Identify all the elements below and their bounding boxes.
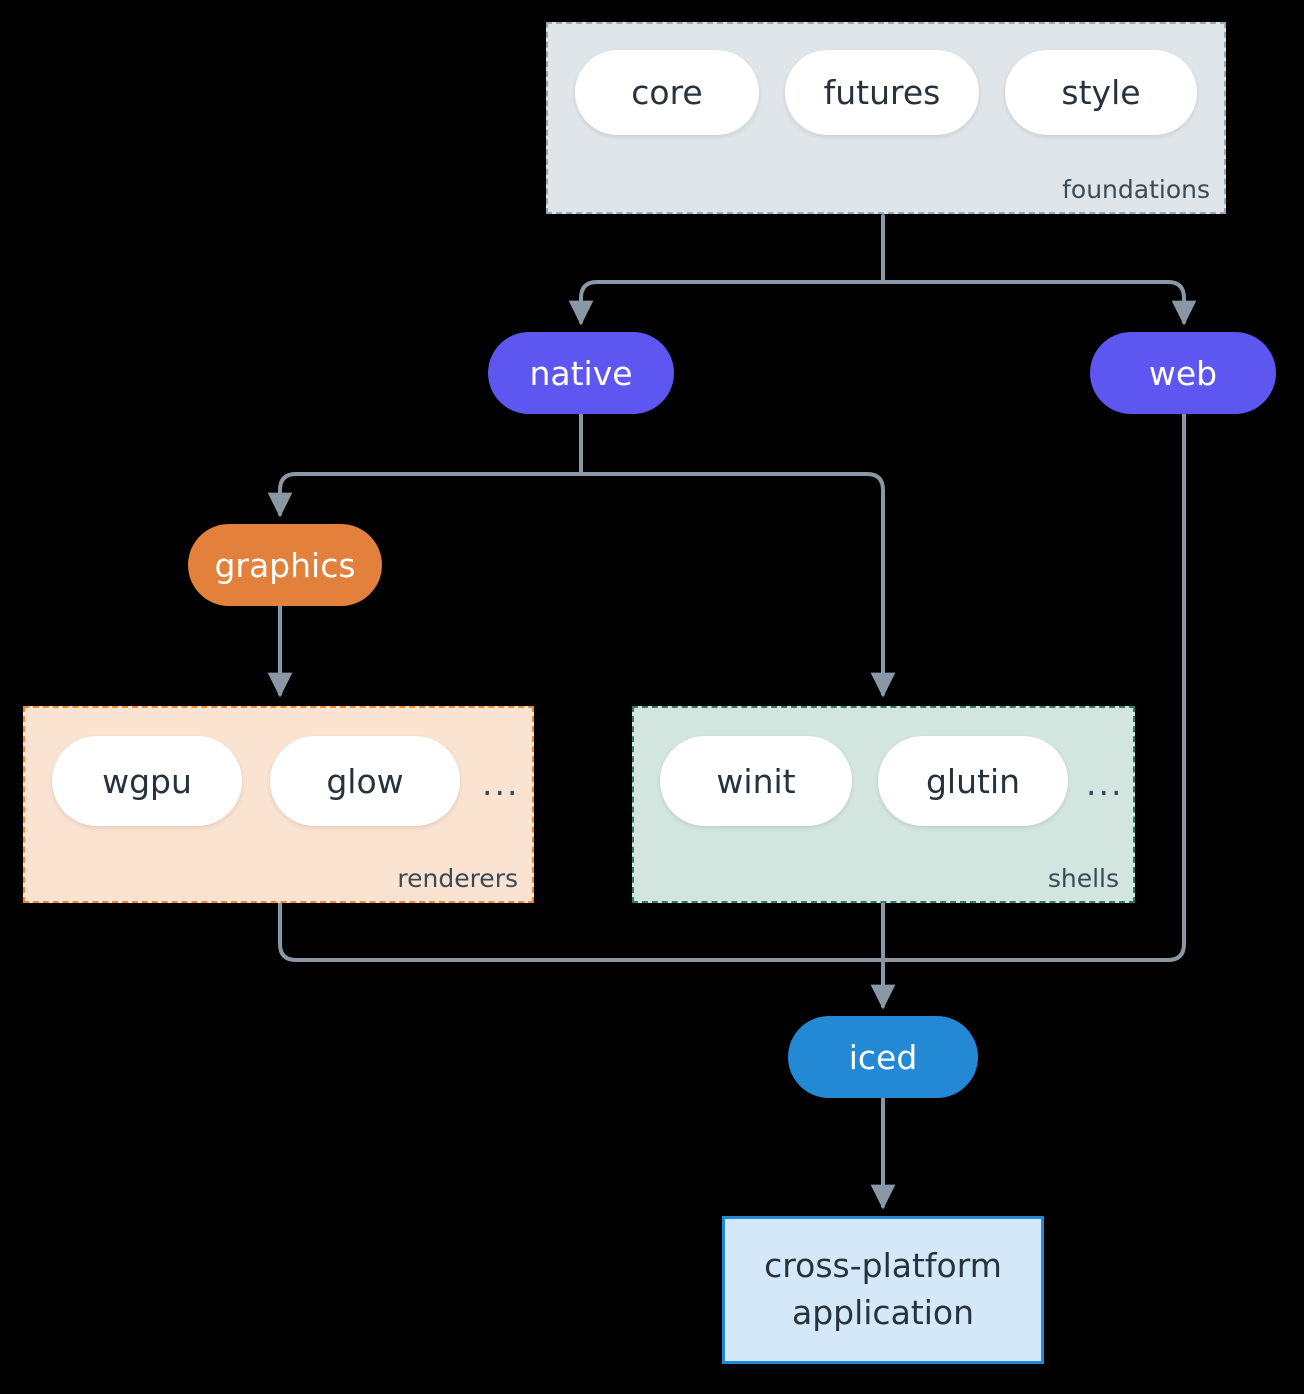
shells-more-ellipsis: ... xyxy=(1086,764,1124,803)
node-futures[interactable]: futures xyxy=(785,50,979,135)
node-graphics[interactable]: graphics xyxy=(188,524,382,606)
node-glutin-label: glutin xyxy=(925,761,1021,801)
edge-renderers-iced xyxy=(278,901,885,962)
node-glow-label: glow xyxy=(326,761,404,801)
node-winit[interactable]: winit xyxy=(660,736,852,826)
cluster-renderers-label: renderers xyxy=(397,864,518,893)
node-native-label: native xyxy=(529,353,633,393)
cluster-shells: winit glutin ... shells xyxy=(632,706,1135,903)
node-style[interactable]: style xyxy=(1005,50,1197,135)
edge-native-graphics xyxy=(267,472,583,518)
edge-foundations-web xyxy=(881,280,1197,326)
edge-native-shells xyxy=(579,472,896,698)
node-glow[interactable]: glow xyxy=(270,736,460,826)
node-iced[interactable]: iced xyxy=(788,1016,978,1098)
node-graphics-label: graphics xyxy=(214,545,356,585)
node-winit-label: winit xyxy=(716,761,796,801)
cluster-foundations-label: foundations xyxy=(1062,175,1210,204)
renderers-more-ellipsis: ... xyxy=(482,764,520,803)
node-web-label: web xyxy=(1148,353,1218,393)
node-iced-label: iced xyxy=(848,1037,918,1077)
cluster-shells-label: shells xyxy=(1047,864,1119,893)
edge-foundations-native xyxy=(568,280,885,326)
node-style-label: style xyxy=(1061,73,1141,112)
cluster-foundations: core futures style foundations xyxy=(546,22,1226,214)
node-native[interactable]: native xyxy=(488,332,674,414)
cluster-renderers: wgpu glow ... renderers xyxy=(23,706,534,903)
node-core-label: core xyxy=(631,73,703,112)
node-application-line1: cross-platform xyxy=(764,1246,1002,1286)
node-web[interactable]: web xyxy=(1090,332,1276,414)
node-core[interactable]: core xyxy=(575,50,759,135)
node-wgpu-label: wgpu xyxy=(102,761,192,801)
node-cross-platform-application[interactable]: cross-platform application xyxy=(722,1216,1044,1364)
node-futures-label: futures xyxy=(823,73,941,112)
node-glutin[interactable]: glutin xyxy=(878,736,1068,826)
node-wgpu[interactable]: wgpu xyxy=(52,736,242,826)
node-application-line2: application xyxy=(791,1293,975,1332)
